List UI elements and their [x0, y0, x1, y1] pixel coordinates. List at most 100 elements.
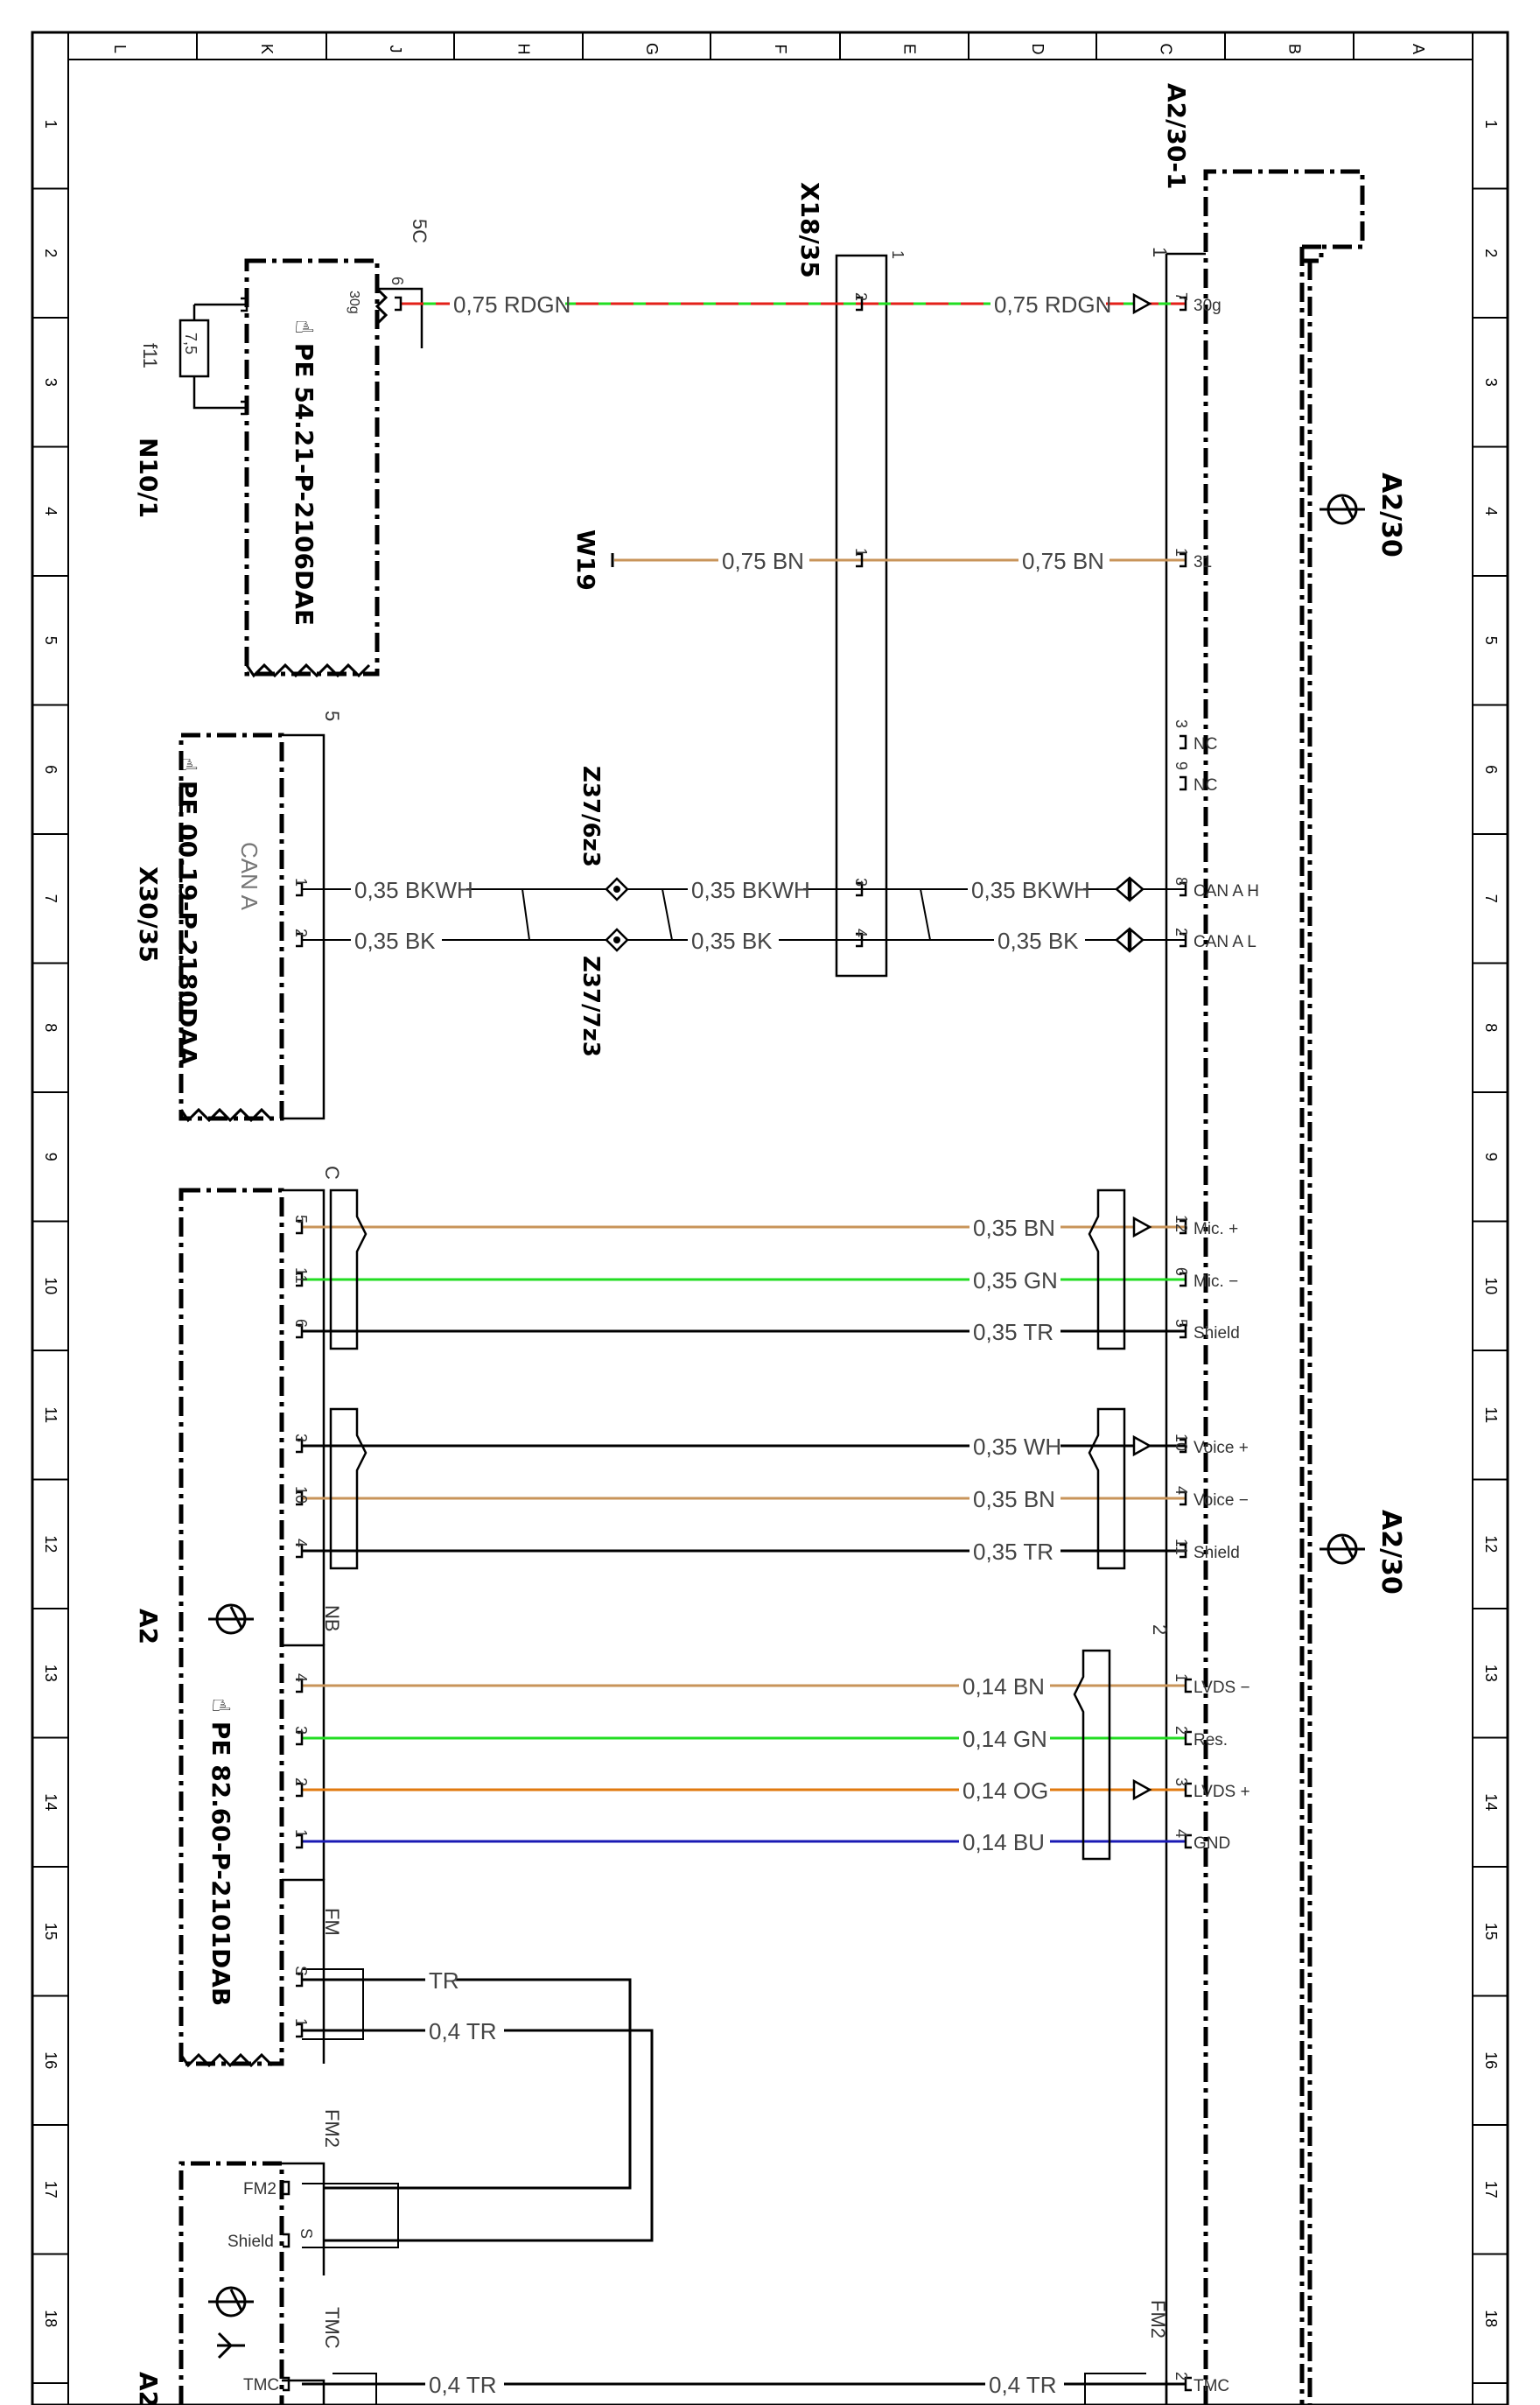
pin-x30-2 [296, 932, 304, 948]
wire-fm-unused [420, 1980, 652, 2188]
pinnum-x18-3: 3 [852, 878, 870, 887]
label-w-bkwh-1-bg [351, 873, 466, 901]
arrow-mic-0 [1132, 1216, 1152, 1238]
shield-mic-left [329, 1188, 368, 1350]
pinname-a2-30-lvds-3: GND [1194, 1834, 1230, 1853]
darrow-can-l-l [1115, 927, 1130, 953]
wires [302, 302, 1186, 2405]
label-w-bn-left: 0,75 BN [722, 548, 804, 574]
label-w-voice-tr: 0,35 TR [973, 1539, 1054, 1565]
pin-a2-30-lvds-1 [1184, 1730, 1192, 1746]
label-n10-conn: 5C [409, 219, 430, 243]
shield-tmc-left [332, 2373, 377, 2405]
pin-a2-30-lvds-0 [1184, 1678, 1192, 1693]
pin-a2-30-lvds-3 [1184, 1834, 1192, 1849]
label-n10-1: N10/1 [134, 438, 163, 518]
darrow-can-h-l [1115, 876, 1130, 902]
fm2-symbol-icon [208, 2286, 254, 2317]
fm2-housing [178, 2161, 284, 2405]
label-w-mic-bn: 0,35 BN [973, 1215, 1055, 1241]
arrow-rdgn [1132, 292, 1152, 315]
row-label-left: 5 [42, 636, 60, 645]
pinnum-a2-nb-2: 2 [292, 1777, 310, 1786]
label-w-bn-right: 0,75 BN [1022, 548, 1104, 574]
pinnum-x18-2: 2 [852, 292, 870, 301]
label-w-fm-tr: TR [429, 1967, 459, 1994]
label-w-bk-1: 0,35 BK [354, 928, 436, 954]
label-w-tmc-left-bg [425, 2368, 504, 2396]
label-w-fm-04tr: 0,4 TR [429, 2018, 497, 2044]
row-label-left: 2 [42, 249, 60, 257]
pinnum-a2-30-1: 1 [1172, 548, 1190, 557]
column-label: B [1286, 44, 1304, 54]
row-label-left: 15 [42, 1923, 60, 1940]
label-w-bkwh-3: 0,35 BKWH [971, 877, 1090, 903]
row-label-left: 11 [42, 1406, 60, 1423]
label-w-lvds-gn-bg [959, 1722, 1050, 1750]
pinname-a2-30-3: NC [1194, 735, 1217, 754]
row-label-right: 10 [1482, 1277, 1500, 1294]
pinnum-a2-c-2: 6 [292, 1319, 310, 1328]
label-fm2-conn-right: FM2 [1147, 2300, 1169, 2338]
row-label-right: 16 [1482, 2051, 1500, 2069]
row-label-left: 13 [42, 1665, 60, 1682]
pinnum-a2-c-0: 5 [292, 1215, 310, 1224]
row-label-left: 6 [42, 765, 60, 774]
label-w-rdgn-right: 0,75 RDGN [994, 291, 1111, 318]
component-labels: A2/30-1 A2/30 A2/30 X18/35 N10/1 ☝ PE 54… [134, 83, 1406, 2405]
row-label-right: 12 [1482, 1535, 1500, 1553]
label-w-bkwh-2: 0,35 BKWH [691, 877, 810, 903]
row-label-left: 18 [42, 2310, 60, 2327]
pinnum-a2-cv-0: 3 [292, 1434, 310, 1442]
pinnum-x18-4: 4 [852, 929, 870, 937]
x30-35-housing [178, 733, 284, 1121]
shield-lvds-right [1073, 1649, 1111, 1861]
pinname-a2-30-lvds-0: LVDS − [1194, 1679, 1250, 1697]
label-a2-30-1: A2/30-1 [1162, 83, 1191, 189]
pinnum-a2-30-voice-2: 11 [1172, 1539, 1190, 1555]
pin-a2-nb-2 [296, 1782, 304, 1798]
label-w-rdgn-left-bg [450, 288, 565, 316]
label-a2-ref: ☝ PE 82.60-P-2101DAB [206, 1698, 235, 2006]
label-a2-conn-fm: FM [321, 1908, 343, 1936]
label-w-rdgn-right-bg [990, 288, 1106, 316]
label-w-fm-04tr-bg [425, 2015, 504, 2043]
row-label-left: 9 [42, 1153, 60, 1161]
shield-voice-left [329, 1407, 368, 1570]
pinnum-a2-30-8: 8 [1172, 877, 1190, 886]
pinnum-a2-fm-1: 1 [292, 2018, 310, 2027]
darrow-can-h-r [1129, 876, 1144, 902]
label-a2-bottom: A2 [134, 2372, 163, 2405]
label-z37-7z3: Z37/7z3 [578, 956, 604, 1057]
row-label-right: 8 [1482, 1023, 1500, 1032]
label-w-mic-tr: 0,35 TR [973, 1319, 1054, 1345]
column-label: E [901, 44, 919, 54]
can-twist-2 [910, 888, 941, 941]
row-label-right: 17 [1482, 2181, 1500, 2198]
label-x18-35-num: 1 [889, 250, 906, 259]
pinnum-a2-30-lvds-0: 1 [1172, 1673, 1190, 1682]
label-tmc-conn: TMC [321, 2307, 343, 2349]
pin-a2-nb-1 [296, 1730, 304, 1746]
row-label-left: 16 [42, 2051, 60, 2069]
pinnum-a2-c-1: 11 [292, 1267, 310, 1284]
row-label-left: 3 [42, 378, 60, 387]
pinnum-x18-1: 1 [852, 548, 870, 557]
pin-fm2 [283, 2180, 290, 2196]
pin-a2-nb-0 [296, 1678, 304, 1693]
label-n10-pin-name: 30g [346, 291, 361, 314]
arrow-lvds-2 [1132, 1778, 1152, 1801]
label-w-lvds-bn-bg [959, 1670, 1050, 1698]
pin-a2-cv-0 [296, 1438, 304, 1454]
splice-z37-6z3-dot [613, 886, 620, 893]
pinnum-a2-nb-3: 1 [292, 1829, 310, 1838]
label-x30-35: X30/35 [134, 866, 163, 963]
pin-a2-30-7 [1180, 296, 1187, 312]
label-a2-30-conn2: 2 [1149, 1624, 1171, 1635]
splice-z37-7z3-dot [613, 936, 620, 943]
pin-fm2-shield [283, 2233, 290, 2248]
arrow-voice-0 [1132, 1434, 1152, 1457]
label-a2-conn-c: C [321, 1166, 343, 1180]
